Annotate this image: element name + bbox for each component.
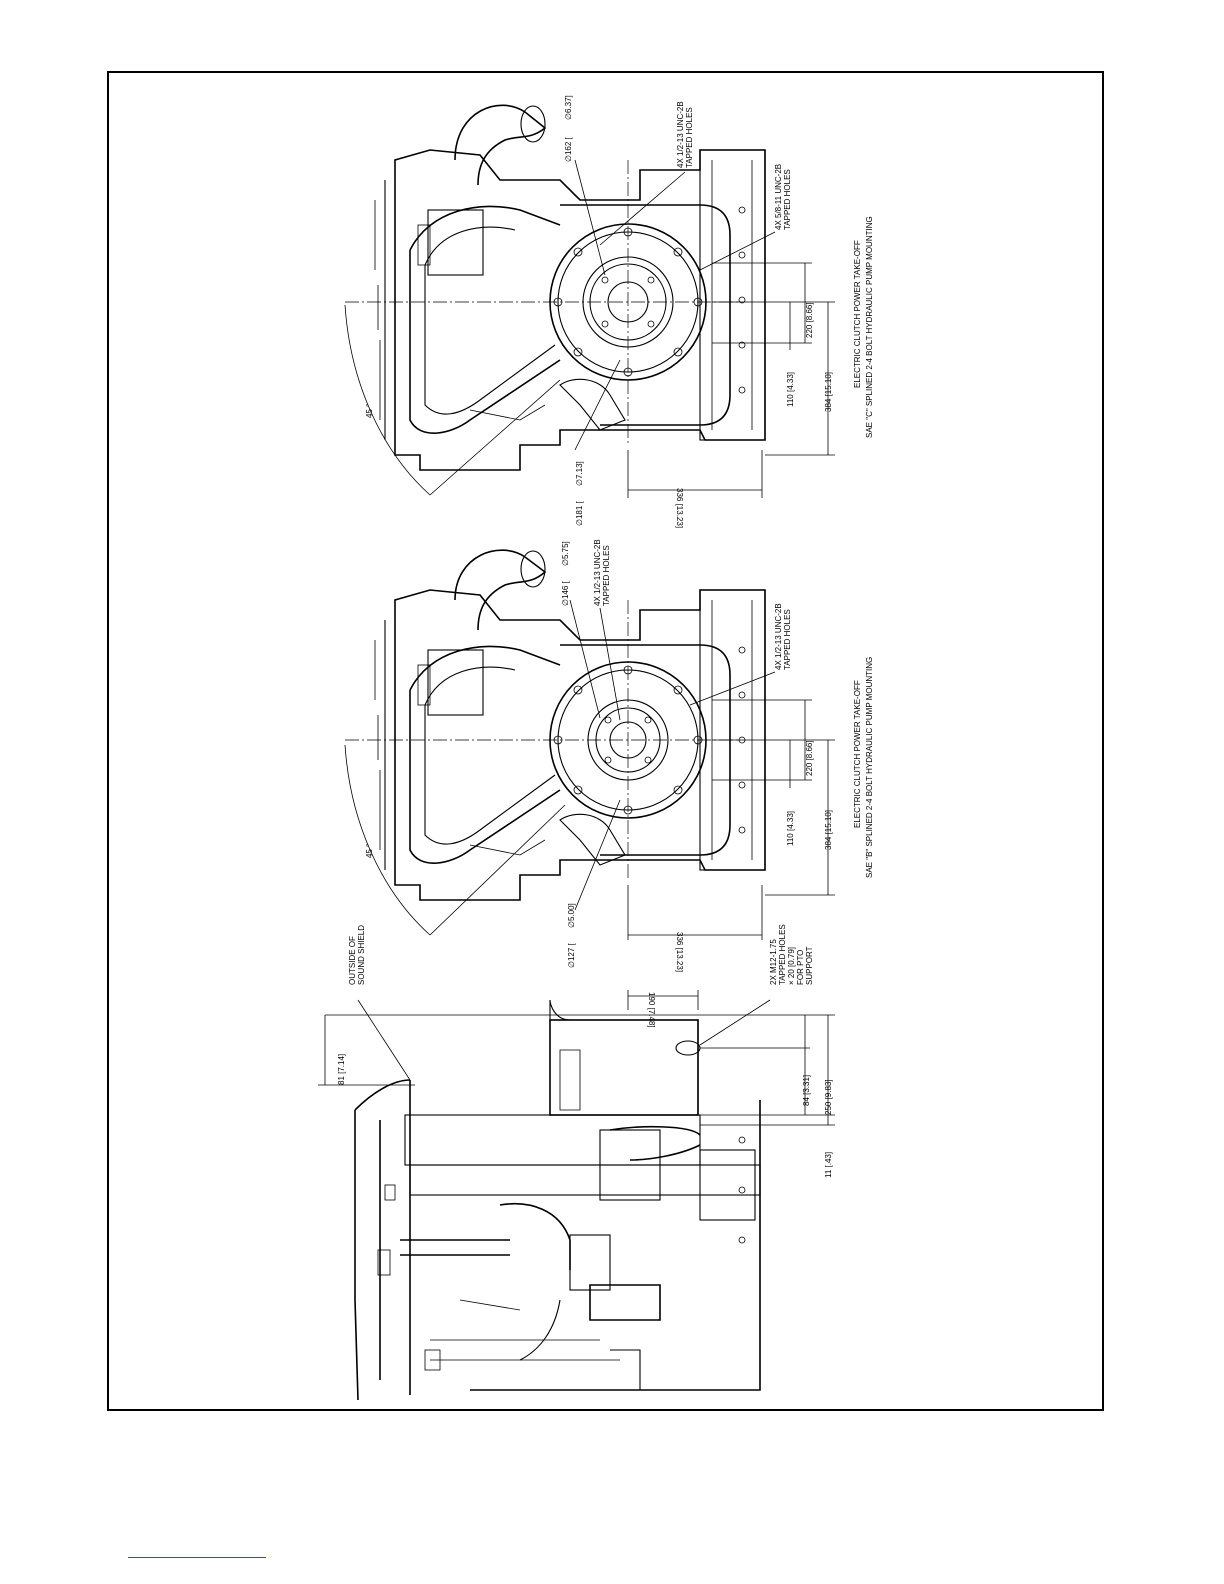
middle-dim-width: 336 [13.23] bbox=[675, 932, 684, 972]
middle-holes-inner-2: TAPPED HOLES bbox=[602, 545, 611, 606]
right-holes-inner-1: 4X 1/2-13 UNC-2B bbox=[676, 101, 685, 168]
left-pto-support-5: SUPPORT bbox=[805, 946, 814, 985]
middle-dim-220: 220 [8.66] bbox=[805, 740, 814, 776]
right-dia-pilot-in: ∅7.13] bbox=[575, 461, 584, 486]
view-sae-c: 45 ° ∅162 [ ∅6.37] 4X 1/2-13 UNC-2B TAPP… bbox=[344, 95, 874, 528]
right-dim-width: 336 [13.23] bbox=[675, 488, 684, 528]
left-sound-shield-1: OUTSIDE OF bbox=[348, 936, 357, 985]
right-holes-outer-2: TAPPED HOLES bbox=[783, 169, 792, 230]
right-dia-pilot: ∅181 [ bbox=[575, 500, 584, 526]
middle-dim-384: 384 [15.10] bbox=[824, 810, 833, 850]
right-dim-384: 384 [15.10] bbox=[824, 372, 833, 412]
middle-dia-bolt-circle: ∅146 [ bbox=[561, 580, 570, 606]
middle-caption-2: SAE "B" SPLINED 2-4 BOLT HYDRAULIC PUMP … bbox=[865, 657, 874, 878]
right-dim-220: 220 [8.66] bbox=[805, 302, 814, 338]
left-sound-shield-2: SOUND SHIELD bbox=[357, 925, 366, 985]
right-dia-bolt-circle: ∅162 [ bbox=[564, 136, 573, 162]
left-pto-support-3: × 20 [0.79] bbox=[787, 947, 796, 985]
middle-angle-label: 45 ° bbox=[365, 844, 374, 858]
right-holes-inner-2: TAPPED HOLES bbox=[685, 107, 694, 168]
right-holes-outer-1: 4X 5/8-11 UNC-2B bbox=[774, 164, 783, 230]
left-dim-pto-width: 190 [7.48] bbox=[647, 992, 656, 1028]
left-pto-support-2: TAPPED HOLES bbox=[778, 924, 787, 985]
middle-holes-inner-1: 4X 1/2-13 UNC-2B bbox=[593, 539, 602, 606]
view-sae-b: 45 ° ∅146 [ ∅5.75] 4X 1/2-13 UNC-2B TAPP… bbox=[344, 539, 874, 972]
right-angle-label: 45 ° bbox=[365, 404, 374, 418]
middle-dia-bolt-circle-in: ∅5.75] bbox=[561, 541, 570, 566]
right-caption-1: ELECTRIC CLUTCH POWER TAKE-OFF bbox=[853, 240, 862, 388]
left-dim-top-offset: 81 [7.14] bbox=[337, 1054, 346, 1085]
middle-holes-outer-1: 4X 1/2-13 UNC-2B bbox=[774, 603, 783, 670]
right-dia-bolt-circle-in: ∅6.37] bbox=[564, 95, 573, 120]
left-pto-support-4: FOR PTO bbox=[796, 950, 805, 985]
middle-dim-110: 110 [4.33] bbox=[786, 811, 795, 846]
left-pto-support-1: 2X M12-1.75 bbox=[769, 939, 778, 985]
middle-caption-1: ELECTRIC CLUTCH POWER TAKE-OFF bbox=[853, 680, 862, 828]
left-dim-c: 11 [.43] bbox=[824, 1152, 833, 1178]
left-dim-a: 84 [3.31] bbox=[802, 1075, 811, 1106]
view-side: 81 [7.14] 190 [7.48] OUTSIDE OF SOUND SH… bbox=[318, 924, 835, 1401]
middle-holes-outer-2: TAPPED HOLES bbox=[783, 609, 792, 670]
sheet-border bbox=[107, 71, 1104, 1411]
right-dim-110: 110 [4.33] bbox=[786, 372, 795, 407]
left-dim-b: 250 [9.83] bbox=[824, 1079, 833, 1115]
right-caption-2: SAE "C" SPLINED 2-4 BOLT HYDRAULIC PUMP … bbox=[865, 216, 874, 438]
middle-dia-pilot: ∅127 [ bbox=[567, 942, 576, 968]
middle-dia-pilot-in: ∅5.00] bbox=[567, 903, 576, 928]
footer-rule bbox=[128, 1557, 266, 1558]
